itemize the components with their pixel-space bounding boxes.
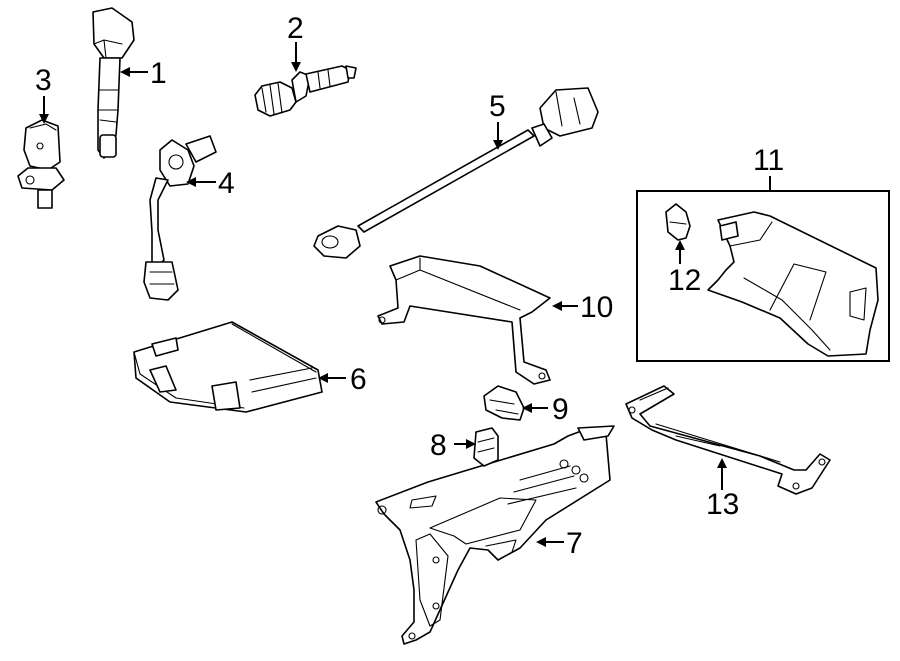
support-bracket-icon[interactable] xyxy=(625,385,831,495)
bracket-icon[interactable] xyxy=(377,255,551,385)
sensor-with-lead-icon[interactable] xyxy=(143,135,217,301)
callout-6: 6 xyxy=(350,363,367,396)
clip-icon[interactable] xyxy=(483,385,525,421)
callout-5: 5 xyxy=(489,90,506,123)
spark-plug-icon[interactable] xyxy=(254,65,357,117)
callout-1: 1 xyxy=(150,57,167,90)
callout-9: 9 xyxy=(552,393,569,426)
callout-12: 12 xyxy=(668,264,701,297)
knock-sensor-icon[interactable] xyxy=(313,87,599,259)
inset-frame xyxy=(636,190,890,362)
position-sensor-icon[interactable] xyxy=(17,119,65,209)
callout-11: 11 xyxy=(753,144,784,177)
callout-3: 3 xyxy=(35,64,52,97)
callout-8: 8 xyxy=(430,429,447,462)
callout-2: 2 xyxy=(287,12,304,45)
callout-4: 4 xyxy=(218,167,235,200)
callout-leaders xyxy=(39,42,727,547)
clip-icon[interactable] xyxy=(473,427,499,467)
ignition-coil-icon[interactable] xyxy=(92,7,135,159)
callout-13: 13 xyxy=(706,488,739,521)
cover-assembly-icon[interactable] xyxy=(707,211,879,357)
mounting-bracket-icon[interactable] xyxy=(375,425,615,645)
clip-icon[interactable] xyxy=(665,203,691,241)
callout-7: 7 xyxy=(566,527,583,560)
control-module-icon[interactable] xyxy=(133,321,323,413)
callout-10: 10 xyxy=(580,291,613,324)
